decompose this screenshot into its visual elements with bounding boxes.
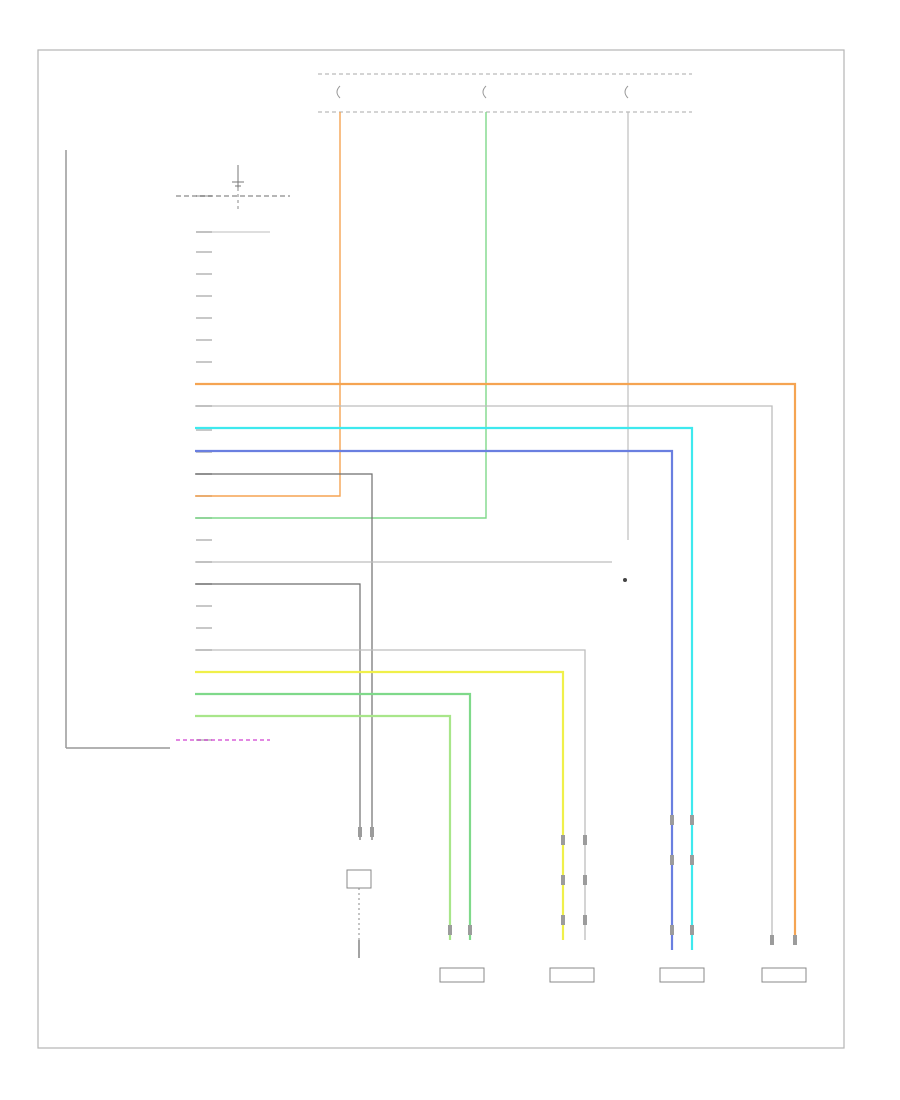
radio-module-bracket bbox=[65, 150, 170, 749]
component-1 bbox=[439, 967, 485, 983]
connector-pin-mark bbox=[561, 875, 565, 885]
component-0-body bbox=[346, 869, 372, 889]
components bbox=[346, 869, 807, 983]
connector-pin-mark bbox=[670, 855, 674, 865]
connector-pin-mark bbox=[770, 935, 774, 945]
fuse-1-symbol bbox=[336, 85, 341, 99]
connector-pin-mark bbox=[448, 925, 452, 935]
connector-pin-mark bbox=[690, 925, 694, 935]
wire-ground-1 bbox=[195, 473, 373, 840]
component-4-body bbox=[761, 967, 807, 983]
component-3 bbox=[659, 967, 705, 983]
connector-pin-mark bbox=[561, 835, 565, 845]
wire-gray-speaker bbox=[195, 405, 773, 940]
wire-cyan-speaker bbox=[195, 426, 694, 950]
connector-pin-mark bbox=[561, 915, 565, 925]
connector-pin-mark bbox=[670, 815, 674, 825]
connector-pin-mark bbox=[690, 855, 694, 865]
wire-orange-speaker bbox=[195, 382, 797, 940]
wire-orange-feed bbox=[195, 112, 341, 497]
pin-rows bbox=[196, 195, 212, 741]
component-1-body bbox=[439, 967, 485, 983]
connector-pin-mark bbox=[358, 827, 362, 837]
component-0 bbox=[346, 869, 372, 958]
wire-blue-speaker bbox=[195, 449, 674, 950]
ground-symbol bbox=[232, 165, 244, 212]
component-2-body bbox=[549, 967, 595, 983]
fuse-2-symbol bbox=[482, 85, 487, 99]
connector-pin-mark bbox=[583, 835, 587, 845]
connector-pin-mark bbox=[370, 827, 374, 837]
connector-pin-mark bbox=[670, 925, 674, 935]
component-4 bbox=[761, 967, 807, 983]
wire-green-feed bbox=[195, 112, 487, 519]
wire-lightgreen-front bbox=[195, 714, 452, 940]
wire-ground-2 bbox=[195, 583, 361, 840]
connector-pin-mark bbox=[583, 875, 587, 885]
connector-pin-mark bbox=[468, 925, 472, 935]
component-3-body bbox=[659, 967, 705, 983]
wires bbox=[176, 112, 797, 950]
fuse-3-symbol bbox=[624, 85, 629, 99]
diagram-frame bbox=[37, 49, 845, 1049]
connector-pin-mark bbox=[793, 935, 797, 945]
wire-green-front bbox=[195, 692, 472, 940]
wire-yellow-front bbox=[195, 670, 565, 940]
connector-pin-mark bbox=[690, 815, 694, 825]
fuse-box bbox=[318, 73, 692, 113]
switch-symbol bbox=[623, 578, 627, 582]
component-2 bbox=[549, 967, 595, 983]
connector-pin-mark bbox=[583, 915, 587, 925]
